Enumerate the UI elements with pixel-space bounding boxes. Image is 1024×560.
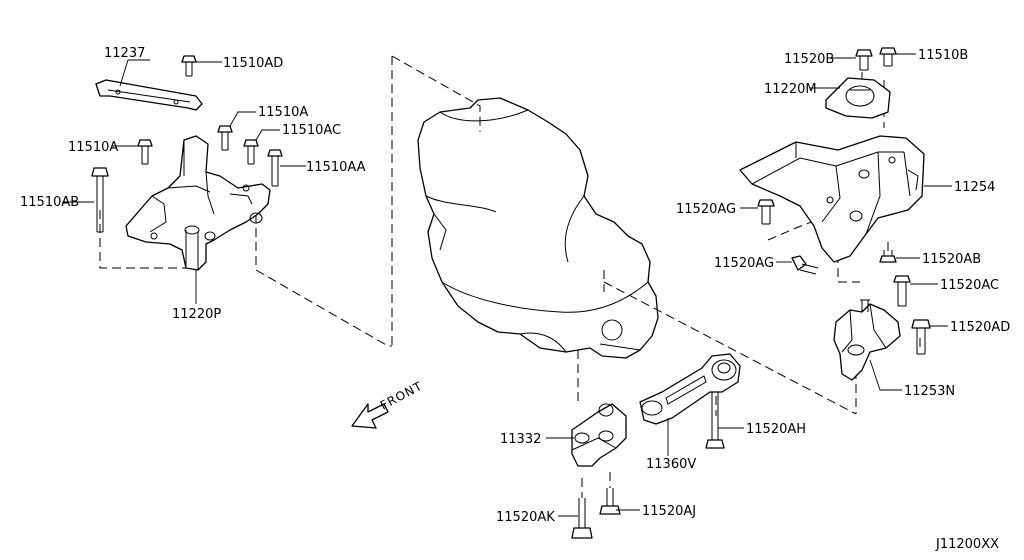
label-11510b: 11510B	[918, 48, 968, 63]
label-11520ah: 11520AH	[746, 422, 806, 437]
bolt-11510a-left	[137, 139, 153, 165]
bolt-11510ab	[91, 167, 109, 233]
mount-bracket-11237	[95, 79, 203, 111]
front-direction-arrow: FRONT	[351, 379, 425, 429]
label-11510a-left: 11510A	[68, 140, 118, 155]
label-11520b: 11520B	[784, 52, 834, 67]
label-11237: 11237	[104, 46, 145, 61]
engine-mount-insulator-11220m	[825, 77, 891, 119]
label-11520ag-upper: 11520AG	[676, 202, 736, 217]
bolt-11510b	[879, 47, 897, 67]
bolt-11510ac	[243, 139, 259, 165]
bolt-11520ab	[879, 250, 897, 263]
label-11520aj: 11520AJ	[642, 504, 696, 519]
bolt-11520b	[855, 49, 873, 71]
label-11510aa: 11510AA	[306, 160, 366, 175]
bolt-11520ac	[893, 275, 911, 307]
bolt-11520ag-upper	[757, 199, 775, 225]
engine-mount-bracket-11254	[739, 135, 925, 263]
label-11510ad: 11510AD	[223, 56, 283, 71]
bolt-11520ak	[571, 498, 593, 539]
label-11510ab: 11510AB	[20, 195, 79, 210]
bolt-11510a-right	[217, 125, 233, 151]
label-11510a-right: 11510A	[258, 105, 308, 120]
label-11360v: 11360V	[646, 457, 696, 472]
bolt-11520ah	[705, 392, 725, 449]
label-11220p: 11220P	[172, 307, 221, 322]
torque-rod-bracket-11332	[571, 403, 627, 467]
label-11253n: 11253N	[904, 384, 955, 399]
label-11520ab: 11520AB	[922, 252, 981, 267]
bolt-11510ad	[181, 55, 197, 77]
label-11510ac: 11510AC	[282, 123, 341, 138]
torque-rod-11360v	[639, 353, 741, 425]
engine-block	[417, 97, 659, 359]
bolt-11520ag-lower	[791, 255, 819, 275]
engine-mount-bracket-11253n	[833, 299, 901, 381]
label-11520ag-lower: 11520AG	[714, 256, 774, 271]
part-labels: 11237 11510AD 11510A 11510AC 11510A 1151…	[20, 46, 1010, 552]
bolt-11520ad	[911, 319, 931, 355]
front-label: FRONT	[378, 379, 425, 413]
label-11520ak: 11520AK	[496, 510, 555, 525]
label-11520ad: 11520AD	[950, 320, 1010, 335]
engine-mount-insulator-11220p	[125, 135, 271, 271]
bolt-11510aa	[267, 149, 283, 187]
label-11220m: 11220M	[764, 82, 817, 97]
bolt-11520aj	[599, 488, 621, 515]
label-11332: 11332	[500, 432, 541, 447]
diagram-code: J11200XX	[935, 537, 999, 552]
label-11520ac: 11520AC	[940, 278, 999, 293]
leader-lines	[62, 53, 952, 517]
label-11254: 11254	[954, 180, 995, 195]
